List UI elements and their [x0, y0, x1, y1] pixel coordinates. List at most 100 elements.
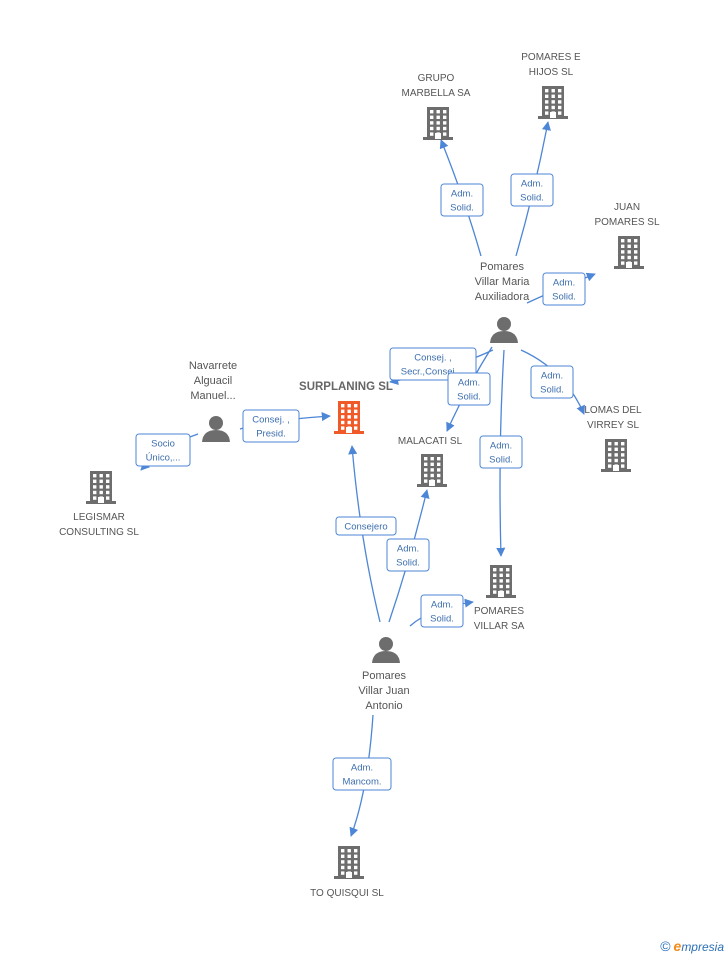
edge-label-juan_antonio-to-to_quisqui[interactable]: Adm. Mancom. [332, 757, 392, 791]
edge-label-line: Solid. [396, 558, 420, 569]
person-icon [202, 416, 230, 442]
building-icon [538, 86, 568, 119]
relationship-graph: SURPLANING SL GRUPO MARBELLA SA POMARES E HI… [59, 52, 660, 899]
edge-label-line: Adm. [351, 763, 373, 774]
edge-label-box [135, 433, 191, 467]
node-juan_pomares[interactable]: JUAN POMARES SL [594, 202, 660, 269]
edge-label-box [447, 372, 491, 406]
edge-label-maria-to-malacati[interactable]: Adm.Solid. [447, 372, 491, 406]
edge-label-box [479, 435, 523, 469]
node-label-line: TO QUISQUI SL [310, 888, 384, 899]
node-label-line: Manuel... [190, 390, 235, 402]
node-label-line: LOMAS DEL [584, 405, 642, 416]
edge-label-line: Adm. [490, 441, 512, 452]
footer-brand: ©empresia [660, 938, 724, 954]
edge-label-juan_antonio-to-surplaning[interactable]: Consejero [335, 516, 397, 536]
node-label-line: Alguacil [194, 375, 233, 387]
node-navarrete[interactable]: NavarreteAlguacilManuel... [189, 360, 237, 442]
building-icon [417, 454, 447, 487]
edge-label-line: Solid. [520, 193, 544, 204]
building-icon [486, 565, 516, 598]
edge-label-line: Solid. [430, 614, 454, 625]
copyright-symbol: © [660, 938, 671, 954]
building-icon [334, 401, 364, 434]
edge-label-line: Único,... [146, 453, 181, 464]
edge-label-line: Adm. [451, 189, 473, 200]
node-label-line: Auxiliadora [475, 291, 530, 303]
edge-label-line: Adm. [541, 371, 563, 382]
edge-label-line: Presid. [256, 429, 286, 440]
edge-label-box [335, 516, 397, 536]
edge-label-box [386, 538, 430, 572]
node-surplaning[interactable]: SURPLANING SL [299, 381, 393, 434]
node-label-line: MALACATI SL [398, 436, 463, 447]
edge-label-box [530, 365, 574, 399]
node-label-line: POMARES SL [594, 217, 659, 228]
node-label-line: Navarrete [189, 360, 237, 372]
person-icon [372, 637, 400, 663]
node-label-line: POMARES [474, 606, 524, 617]
edge-label-box [242, 409, 300, 443]
edge-label-line: Adm. [521, 179, 543, 190]
building-icon [423, 107, 453, 140]
edge-label-maria-to-juan_pomares[interactable]: Adm. Solid. [542, 272, 586, 306]
edge-label-maria-to-pomares_hijos[interactable]: Adm. Solid. [510, 173, 554, 207]
edge-label-line: Socio [151, 439, 175, 450]
edge-label-juan_antonio-to-pomares_villar[interactable]: Adm. Solid. [420, 594, 464, 628]
edge-label-line: Solid. [450, 203, 474, 214]
edge-label-line: Consej. , [414, 353, 452, 364]
edge-label-box [542, 272, 586, 306]
brand-logo-initial: e [673, 938, 682, 954]
node-label-line: HIJOS SL [529, 67, 574, 78]
edge-label-line: Adm. [431, 600, 453, 611]
edges-layer [140, 121, 596, 837]
edge-label-maria-to-surplaning[interactable]: Consej. , Secr.,Consej.... [389, 347, 477, 381]
edge-label-line: Secr.,Consej.... [401, 367, 465, 378]
node-malacati[interactable]: MALACATI SL [398, 436, 463, 487]
node-label-line: JUAN [614, 202, 640, 213]
edge-labels-layer: Adm. Solid. Adm. Solid. Adm. Solid. Adm. Solid.… [135, 173, 586, 791]
node-label-line: VIRREY SL [587, 420, 639, 431]
edge-label-navarrete-to-surplaning[interactable]: Consej. , Presid. [242, 409, 300, 443]
node-label-line: SURPLANING SL [299, 381, 393, 393]
node-to_quisqui[interactable]: TO QUISQUI SL [310, 846, 384, 899]
nodes-layer: SURPLANING SL GRUPO MARBELLA SA POMARES E HI… [59, 52, 660, 899]
edge-label-line: Solid. [552, 292, 576, 303]
node-label-line: Antonio [365, 700, 402, 712]
node-label-line: Pomares [480, 261, 525, 273]
edge-label-maria-to-grupo_marbella[interactable]: Adm. Solid. [440, 183, 484, 217]
building-icon [86, 471, 116, 504]
edge-label-line: Solid. [540, 385, 564, 396]
edge-label-maria-to-lomas_virrey[interactable]: Adm. Solid. [530, 365, 574, 399]
edge-label-line: Solid. [489, 455, 513, 466]
node-label-line: POMARES E [521, 52, 581, 63]
node-label-line: GRUPO [418, 73, 455, 84]
node-label-line: VILLAR SA [474, 621, 525, 632]
node-label-line: MARBELLA SA [402, 88, 471, 99]
edge-label-navarrete-to-legismar[interactable]: SocioÚnico,... [135, 433, 191, 467]
edge-label-box [420, 594, 464, 628]
brand-logo-text: mpresia [681, 940, 724, 954]
edge-label-box [510, 173, 554, 207]
node-grupo_marbella[interactable]: GRUPO MARBELLA SA [402, 73, 471, 140]
node-pomares_villar[interactable]: POMARES VILLAR SA [474, 565, 525, 632]
node-label-line: LEGISMAR [73, 512, 125, 523]
node-lomas_virrey[interactable]: LOMAS DEL VIRREY SL [584, 405, 642, 472]
node-legismar[interactable]: LEGISMAR CONSULTING SL [59, 471, 139, 538]
node-pomares_hijos[interactable]: POMARES E HIJOS SL [521, 52, 581, 119]
edge-label-line: Adm. [397, 544, 419, 555]
building-icon [601, 439, 631, 472]
edge-label-line: Adm. [553, 278, 575, 289]
edge-label-line: Mancom. [342, 777, 381, 788]
node-label-line: Villar Juan [358, 685, 409, 697]
edge-label-line: Consej. , [252, 415, 290, 426]
edge-label-line: Solid. [457, 392, 481, 403]
node-label-line: CONSULTING SL [59, 527, 139, 538]
edge-label-box [440, 183, 484, 217]
edge-label-maria-to-pomares_villar[interactable]: Adm. Solid. [479, 435, 523, 469]
edge-label-box [389, 347, 477, 381]
building-icon [614, 236, 644, 269]
edge-label-juan_antonio-to-malacati[interactable]: Adm. Solid. [386, 538, 430, 572]
